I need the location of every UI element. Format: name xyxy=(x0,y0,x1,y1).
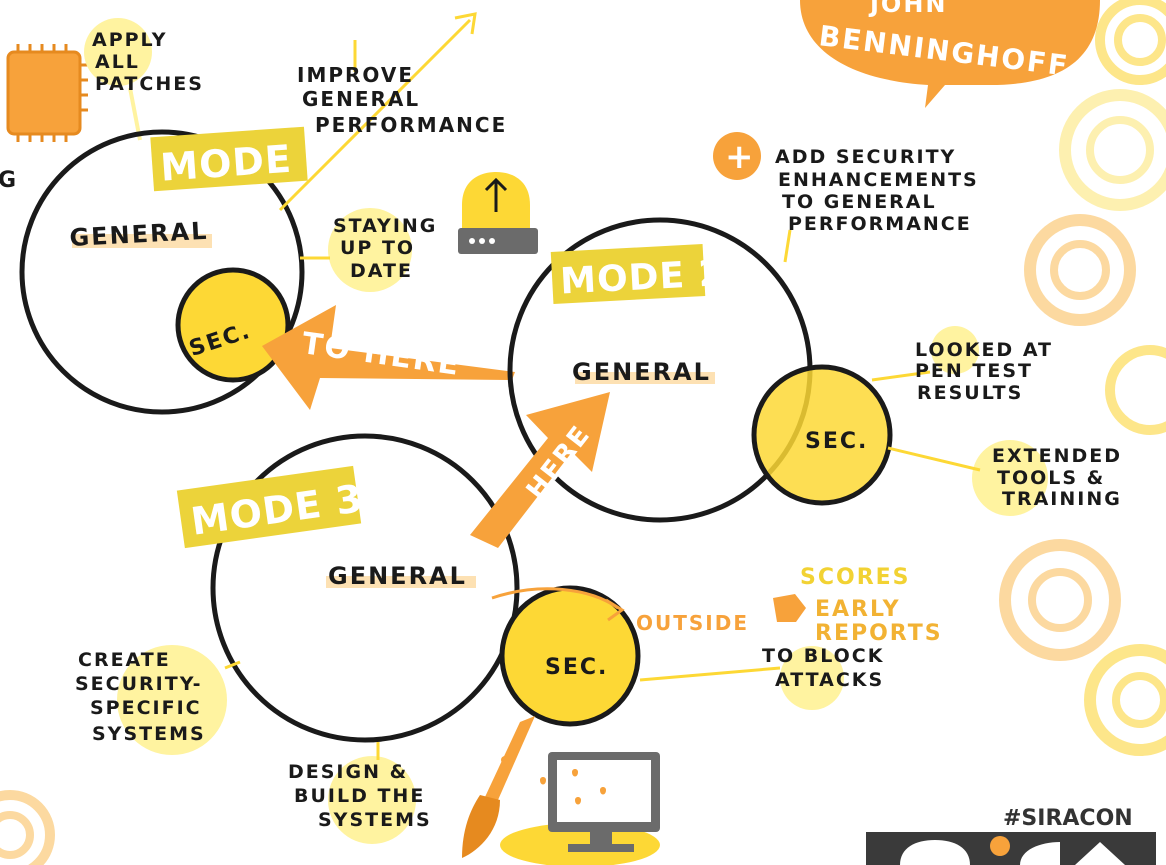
note-build-the: BUILD THE xyxy=(294,785,425,807)
mode2-label-bg xyxy=(550,244,706,304)
mode2-group: MODE 2 GENERAL SEC. + ADD SECURITY ENHAN… xyxy=(507,132,1122,523)
note-create: CREATE xyxy=(78,649,171,671)
note-general: GENERAL xyxy=(302,87,420,111)
mode1-label-bg xyxy=(150,126,308,192)
note-pen-test: PEN TEST xyxy=(915,360,1033,382)
note-add-security: ADD SECURITY xyxy=(775,146,956,168)
brand: #SIRACON xyxy=(866,806,1156,865)
mode1-group: APPLY ALL PATCHES G MODE 1 GENERAL SEC. … xyxy=(0,12,507,415)
note-to-general: TO GENERAL xyxy=(782,191,937,213)
note-outside: OUTSIDE xyxy=(636,611,749,635)
note-patches: PATCHES xyxy=(95,73,204,95)
note-results: RESULTS xyxy=(917,382,1023,404)
plus-symbol: + xyxy=(725,137,754,177)
chip-icon xyxy=(6,44,88,142)
note-date: DATE xyxy=(350,260,413,282)
apply-patches-highlight xyxy=(84,18,152,86)
speaker-first-name: JOHN xyxy=(868,0,948,18)
note-scores: SCORES xyxy=(800,565,911,590)
tag-icon xyxy=(773,594,806,622)
note-systems-2: SYSTEMS xyxy=(318,809,432,831)
note-enhancements: ENHANCEMENTS xyxy=(778,169,979,191)
mode3-general-circle xyxy=(210,433,520,743)
note-security-dash: SECURITY- xyxy=(75,673,203,695)
note-all: ALL xyxy=(95,51,140,73)
cropped-left-letter: G xyxy=(0,168,18,193)
mode3-group: MODE 3 GENERAL SEC. OUTSIDE SCORES EARLY… xyxy=(75,433,943,844)
mode3-general-label: GENERAL xyxy=(328,562,467,590)
note-extended: EXTENDED xyxy=(992,445,1122,467)
note-attacks: ATTACKS xyxy=(775,669,884,691)
note-tools: TOOLS & xyxy=(997,467,1105,489)
note-apply: APPLY xyxy=(92,29,167,51)
note-early: EARLY xyxy=(815,597,901,622)
note-performance: PERFORMANCE xyxy=(315,113,507,137)
note-reports: REPORTS xyxy=(815,621,943,646)
monitor-icon xyxy=(500,752,660,865)
mode2-label: MODE 2 xyxy=(559,253,725,303)
mode3-label-bg xyxy=(176,465,362,549)
note-to-block: TO BLOCK xyxy=(762,645,884,667)
improve-arrow xyxy=(278,18,472,212)
mode1-sec-circle xyxy=(175,267,291,383)
note-up-to: UP TO xyxy=(340,237,415,259)
note-systems: SYSTEMS xyxy=(92,723,206,745)
mode1-general-circle xyxy=(19,129,305,415)
note-improve: IMPROVE xyxy=(297,63,414,87)
plus-icon xyxy=(713,132,761,180)
note-training: TRAINING xyxy=(1002,488,1122,510)
mode2-sec-circle xyxy=(751,364,893,506)
staying-highlight xyxy=(328,208,412,292)
here-arrow: HERE xyxy=(470,392,610,548)
update-light-icon xyxy=(458,172,538,254)
mode3-sec-circle xyxy=(499,585,641,727)
note-performance-2: PERFORMANCE xyxy=(788,213,972,235)
speaker-bubble: JOHN BENNINGHOFF xyxy=(800,0,1100,108)
paintbrush-icon xyxy=(462,716,535,858)
note-specific: SPECIFIC xyxy=(90,697,202,719)
to-here-arrow: TO HERE xyxy=(262,305,515,410)
note-design: DESIGN & xyxy=(288,761,408,783)
note-looked-at: LOOKED AT xyxy=(915,339,1053,361)
mode2-general-label: GENERAL xyxy=(572,358,711,386)
mode2-sec-label: SEC. xyxy=(805,429,868,454)
mode3-sec-label: SEC. xyxy=(545,655,608,680)
brand-hashtag: #SIRACON xyxy=(1003,806,1133,831)
note-staying: STAYING xyxy=(333,215,437,237)
